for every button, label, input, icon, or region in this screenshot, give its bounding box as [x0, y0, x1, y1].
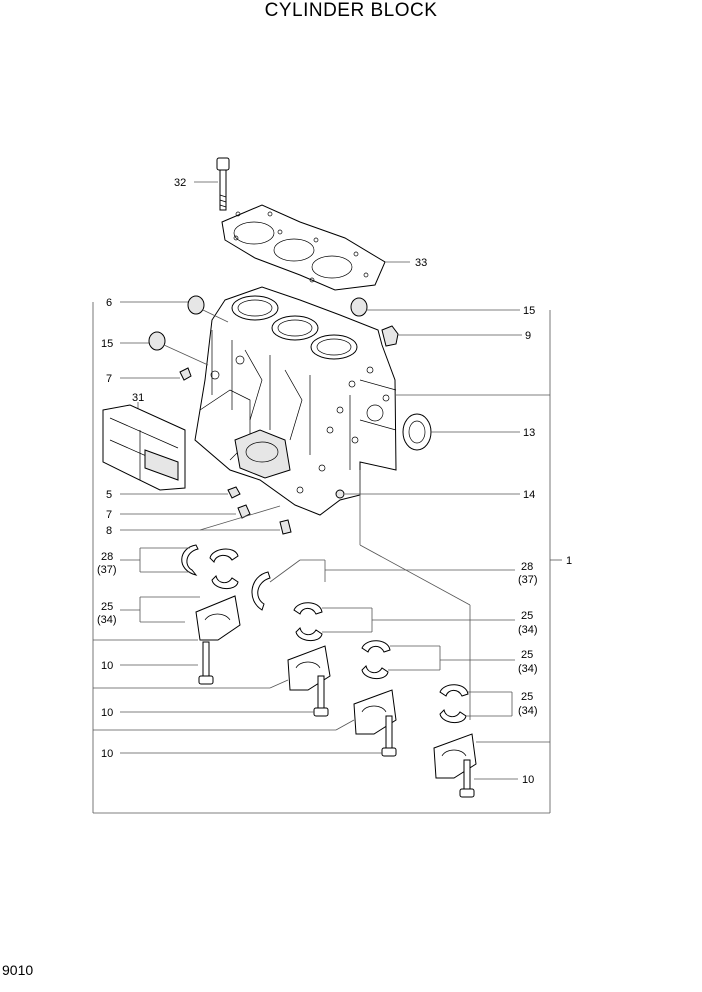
bearing-shell-25-4 — [439, 684, 513, 723]
plug-15-left — [120, 331, 209, 366]
callout-1: 1 — [566, 555, 572, 567]
bearing-cap-3 — [93, 689, 397, 757]
head-bolt-32 — [194, 157, 230, 211]
thrust-washer-28-left — [120, 544, 199, 576]
bearing-cap-4 — [433, 733, 550, 798]
callout-14: 14 — [523, 489, 535, 501]
callout-10-c: 10 — [101, 748, 113, 760]
callout-15-right: 15 — [523, 305, 535, 317]
plug-6 — [120, 295, 229, 323]
oil-seal-13 — [402, 413, 520, 451]
callout-34-r3: (34) — [518, 705, 538, 717]
page-title: CYLINDER BLOCK — [264, 0, 438, 21]
bearing-shell-25-2 — [293, 602, 515, 641]
callout-28-left: 28 — [101, 551, 113, 563]
callout-25-r2: 25 — [521, 649, 533, 661]
callout-6: 6 — [106, 297, 112, 309]
bearing-cap-2 — [93, 645, 331, 717]
plug-7-lower — [120, 504, 251, 519]
page-code: 9010 — [2, 962, 34, 978]
head-gasket-33 — [221, 204, 410, 291]
callout-15-left: 15 — [101, 338, 113, 350]
callout-25-left: 25 — [101, 601, 113, 613]
callout-13: 13 — [523, 427, 535, 439]
callout-9: 9 — [525, 330, 531, 342]
plug-14 — [335, 489, 520, 499]
callout-10-d: 10 — [522, 774, 534, 786]
callout-33: 33 — [415, 257, 427, 269]
callout-37-left: (37) — [97, 564, 117, 576]
block-leaders — [199, 470, 471, 720]
callout-34-r2: (34) — [518, 663, 538, 675]
callout-10-a: 10 — [101, 660, 113, 672]
callout-labels: 32 33 6 15 9 15 7 31 13 5 14 7 8 1 28 (3… — [97, 177, 572, 786]
plug-8 — [120, 519, 292, 535]
cylinder-block-1 — [194, 286, 550, 516]
thrust-washer-28-right — [251, 559, 515, 611]
callout-34-r1: (34) — [518, 624, 538, 636]
callout-10-b: 10 — [101, 707, 113, 719]
callout-7-lower: 7 — [106, 509, 112, 521]
plug-9 — [381, 325, 522, 347]
callout-25-r3: 25 — [521, 691, 533, 703]
bearing-shell-25-1 — [120, 548, 239, 623]
bearing-cap-1 — [93, 595, 241, 685]
leader-frame — [92, 302, 562, 814]
bearing-shell-25-3 — [361, 640, 515, 679]
callout-5: 5 — [106, 489, 112, 501]
callout-32: 32 — [174, 177, 186, 189]
callout-37-right: (37) — [518, 574, 538, 586]
callout-25-r1: 25 — [521, 610, 533, 622]
cover-31 — [102, 402, 186, 491]
callout-28-right: 28 — [521, 561, 533, 573]
plug-7-upper — [120, 367, 192, 381]
callout-34-left: (34) — [97, 614, 117, 626]
plug-15-right — [350, 297, 520, 317]
plug-5 — [120, 486, 241, 499]
callout-8: 8 — [106, 525, 112, 537]
callout-31: 31 — [132, 392, 144, 404]
callout-7-upper: 7 — [106, 373, 112, 385]
